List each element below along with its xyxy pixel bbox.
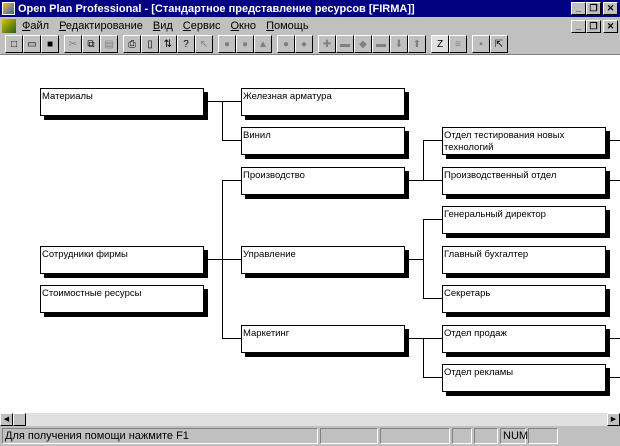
menu-service[interactable]: Сервис [182,20,221,32]
circle-icon[interactable]: ● [218,35,236,53]
close-button[interactable]: ✕ [603,2,618,15]
status-pane [474,428,498,444]
arrow-up-icon[interactable]: ⬆ [408,35,426,53]
minimize-button[interactable]: _ [571,2,586,15]
node-marketing[interactable]: Маркетинг [241,325,405,353]
print-preview-icon[interactable]: ▯ [141,35,159,53]
scroll-right-icon[interactable]: ▶ [607,413,620,426]
menu-file[interactable]: Файл [22,20,50,32]
node-prod-dept[interactable]: Производственный отдел [442,167,606,195]
copy-icon[interactable]: ⧉ [82,35,100,53]
menu-view[interactable]: Вид [152,20,173,32]
context-help-icon[interactable]: ↖ [195,35,213,53]
resource-tree-canvas[interactable]: Материалы Железная арматура Винил Произв… [0,54,620,413]
collapse-icon[interactable]: ▪ [472,35,490,53]
toolbar: □ ▭ ■ ✂ ⧉ ▤ ⎙ ▯ ⇅ ? ↖ ● ● ▲ ● ● ✚ ▬ ◆ ▬ … [0,35,620,53]
status-help-text: Для получения помощи нажмите F1 [2,428,318,444]
remove-icon[interactable]: ▬ [336,35,354,53]
node-accountant[interactable]: Главный бухгалтер [442,246,606,274]
status-pane [452,428,472,444]
document-icon[interactable] [2,19,16,33]
node-production[interactable]: Производство [241,167,405,195]
status-pane [380,428,450,444]
window-title: Open Plan Professional - [Стандартное пр… [18,2,415,15]
open-icon[interactable]: ▭ [23,35,41,53]
horizontal-scrollbar[interactable]: ◀ ▶ [0,413,620,426]
node-secretary[interactable]: Секретарь [442,285,606,313]
app-icon[interactable] [2,2,15,15]
node-employees[interactable]: Сотрудники фирмы [40,246,204,274]
status-num: NUM [500,428,528,444]
add-icon[interactable]: ✚ [318,35,336,53]
scroll-left-icon[interactable]: ◀ [0,413,13,426]
scroll-thumb[interactable] [13,413,26,426]
restore-button[interactable]: ❐ [586,2,601,15]
list-icon[interactable]: ≡ [449,35,467,53]
print-icon[interactable]: ⎙ [123,35,141,53]
import-icon[interactable]: ⇅ [159,35,177,53]
node-cost[interactable]: Стоимостные ресурсы [40,285,204,313]
doc-minimize-button[interactable]: _ [571,20,586,33]
node-vinyl[interactable]: Винил [241,127,405,155]
node-iron[interactable]: Железная арматура [241,88,405,116]
help-icon[interactable]: ? [177,35,195,53]
title-bar: Open Plan Professional - [Стандартное пр… [0,0,620,17]
new-icon[interactable]: □ [5,35,23,53]
node-management[interactable]: Управление [241,246,405,274]
doc-restore-button[interactable]: ❐ [586,20,601,33]
cut-icon[interactable]: ✂ [64,35,82,53]
paste-icon[interactable]: ▤ [100,35,118,53]
expand-icon[interactable]: ⇱ [490,35,508,53]
save-icon[interactable]: ■ [41,35,59,53]
status-pane [528,428,558,444]
circle-icon[interactable]: ● [277,35,295,53]
node-ceo[interactable]: Генеральный директор [442,206,606,234]
circle-half-icon[interactable]: ● [236,35,254,53]
node-testing[interactable]: Отдел тестирования новых технологий [442,127,606,155]
node-ads[interactable]: Отдел рекламы [442,364,606,392]
menu-window[interactable]: Окно [230,20,257,32]
arch-icon[interactable]: ▲ [254,35,272,53]
status-pane [320,428,378,444]
z-sort-icon[interactable]: Z [431,35,449,53]
arrow-down-icon[interactable]: ⬇ [390,35,408,53]
scroll-track[interactable] [26,413,607,426]
status-bar: Для получения помощи нажмите F1 NUM [0,427,620,446]
node-sales[interactable]: Отдел продаж [442,325,606,353]
unlink-icon[interactable]: ▬ [372,35,390,53]
doc-close-button[interactable]: ✕ [603,20,618,33]
menu-edit[interactable]: Редактирование [59,20,143,32]
link-icon[interactable]: ◆ [354,35,372,53]
menu-bar: Файл Редактирование Вид Сервис Окно Помо… [0,17,620,35]
node-materials[interactable]: Материалы [40,88,204,116]
menu-help[interactable]: Помощь [266,20,309,32]
circle-icon[interactable]: ● [295,35,313,53]
